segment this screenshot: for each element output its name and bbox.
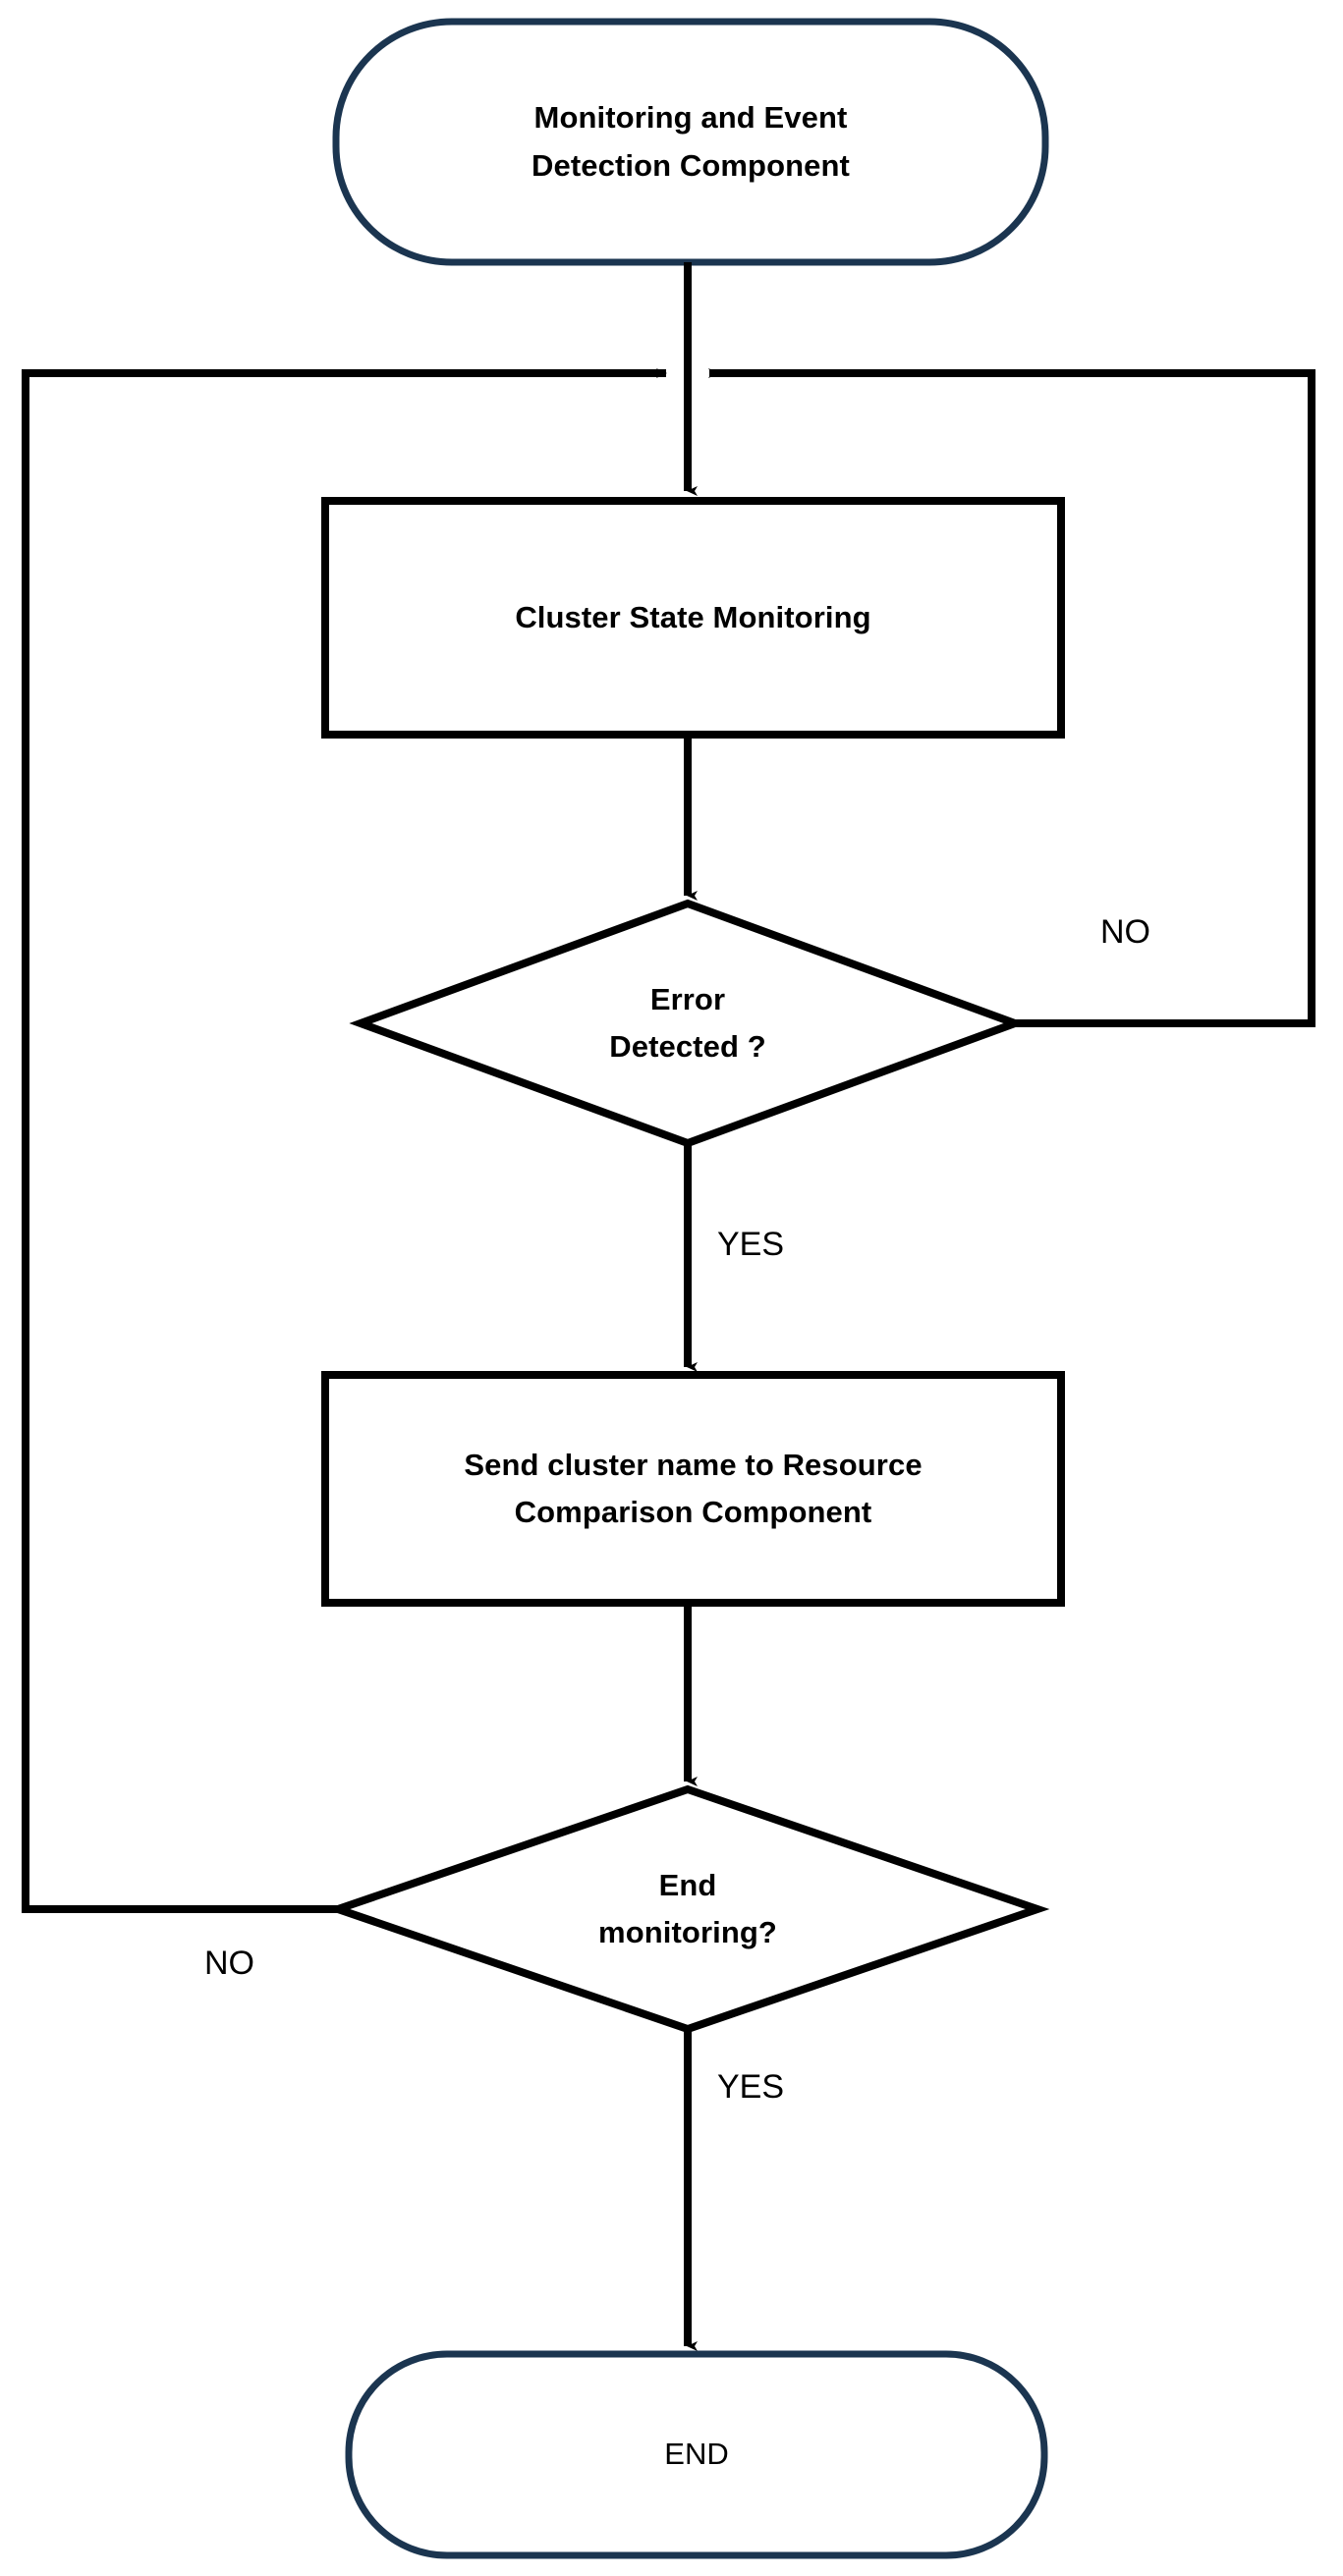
start-node-shape [332,18,1049,266]
decision-error-shape [349,899,1027,1148]
decision-end-shape [325,1784,1050,2034]
edge-label-end-no: NO [204,1945,254,1982]
edge-label-end-yes: YES [717,2068,785,2106]
connector-error-no-loopback [708,368,1315,1027]
edge-label-error-yes: YES [717,1226,785,1263]
process-send-shape [321,1371,1065,1607]
process-monitor-shape [321,497,1065,739]
edge-label-error-no: NO [1100,913,1150,951]
end-node-shape [345,2350,1048,2559]
connector-end-no-loopback [22,368,667,1913]
